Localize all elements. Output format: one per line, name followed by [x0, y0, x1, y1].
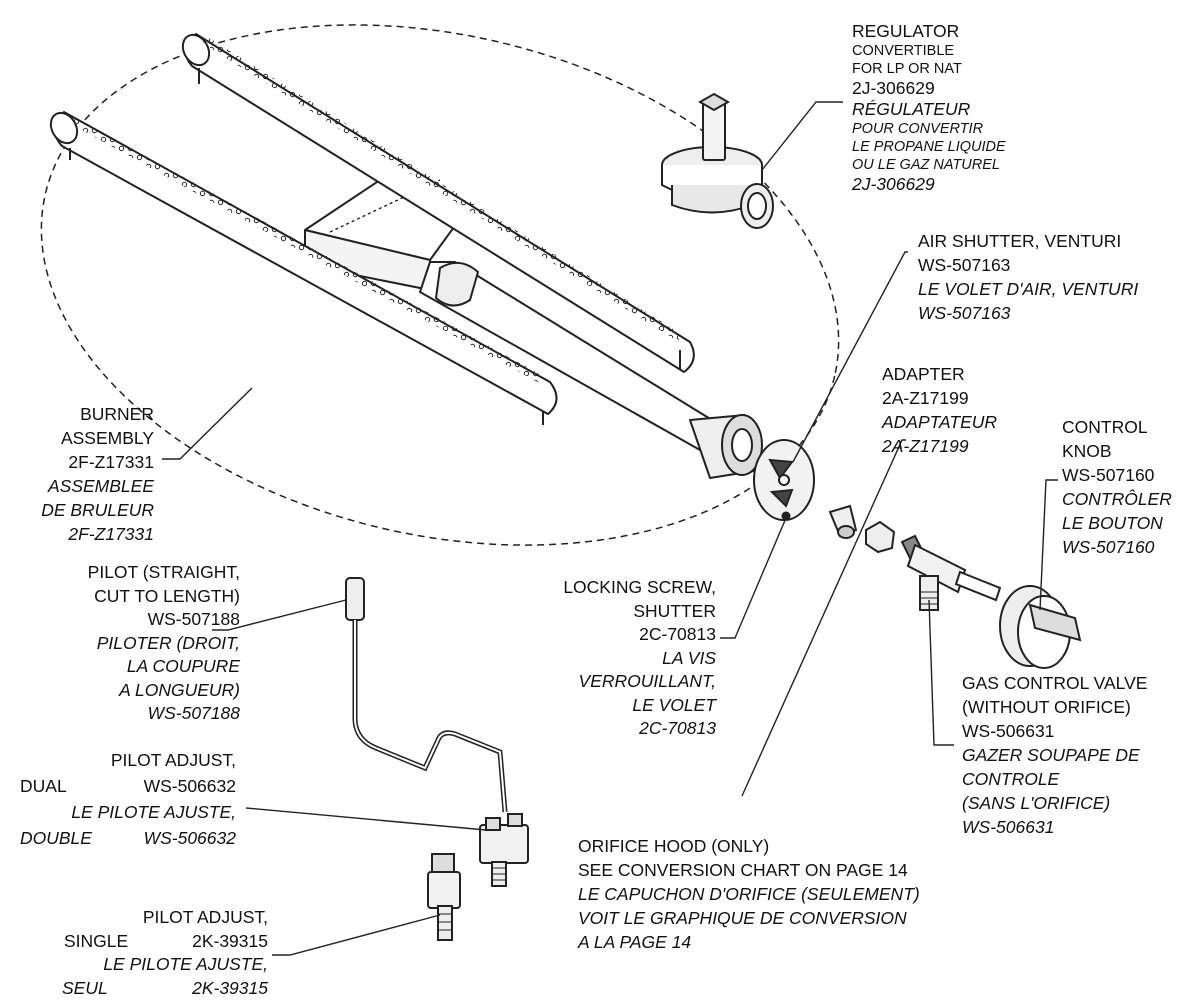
pilot-single-name: SINGLE	[64, 930, 129, 951]
pilot-adjust-single-drawing	[427, 853, 461, 941]
pilot-fr-part: WS-507188	[147, 703, 240, 723]
pilot-adjust-dual-drawing	[479, 813, 529, 887]
locking-screw-fr-line1: LA VIS	[662, 647, 716, 668]
control-knob-fr-part: WS-507160	[1062, 537, 1155, 557]
air-shutter-fr-part: WS-507163	[918, 303, 1011, 323]
control-knob-fr-line1: CONTRÔLER	[1062, 489, 1172, 509]
pilot-line2: CUT TO LENGTH)	[94, 585, 240, 606]
burner-line1: BURNER	[80, 404, 154, 424]
locking-screw-fr-line3: LE VOLET	[632, 694, 716, 715]
locking-screw-fr-line2: VERROUILLANT,	[578, 671, 716, 691]
pilot-dual-label: PILOT ADJUST, DUAL WS-506632 LE PILOTE A…	[20, 747, 236, 851]
gas-valve-fr-line2: CONTROLE	[962, 769, 1060, 789]
adapter-fr-title: ADAPTATEUR	[882, 412, 998, 432]
regulator-drawing	[661, 92, 774, 229]
pilot-fr-line2: LA COUPURE	[126, 656, 240, 676]
air-shutter-title: AIR SHUTTER, VENTURI	[918, 231, 1122, 251]
control-knob-line2: KNOB	[1062, 441, 1112, 461]
adapter-drawing	[865, 520, 896, 554]
control-knob-part: WS-507160	[1062, 465, 1155, 485]
burner-part: 2F-Z17331	[68, 452, 154, 472]
gas-valve-fr-line3: (SANS L'ORIFICE)	[962, 793, 1111, 813]
air-shutter-drawing	[753, 439, 815, 521]
gas-valve-fr-line1: GAZER SOUPAPE DE	[962, 745, 1140, 765]
regulator-fr-part: 2J-306629	[852, 174, 935, 194]
orifice-hood-label: ORIFICE HOOD (ONLY) SEE CONVERSION CHART…	[578, 834, 920, 954]
pilot-dual-name: DUAL	[20, 776, 67, 796]
burner-fr-part: 2F-Z17331	[68, 524, 154, 544]
pilot-dual-fr-name: DOUBLE	[20, 828, 92, 848]
leader-lines	[162, 101, 1058, 956]
pilot-dual-fr-part: WS-506632	[143, 828, 236, 848]
gas-valve-line1: GAS CONTROL VALVE	[962, 673, 1148, 693]
orifice-hood-fr-line3: A LA PAGE 14	[578, 932, 692, 952]
air-shutter-part: WS-507163	[918, 255, 1011, 275]
regulator-title: REGULATOR	[852, 21, 960, 41]
adapter-title: ADAPTER	[882, 364, 965, 384]
pilot-line1: PILOT (STRAIGHT,	[87, 562, 240, 582]
regulator-line2: FOR LP OR NAT	[852, 61, 962, 77]
orifice-hood-drawing	[828, 504, 858, 539]
gas-valve-label: GAS CONTROL VALVE (WITHOUT ORIFICE) WS-5…	[962, 671, 1147, 839]
pilot-part: WS-507188	[147, 609, 240, 629]
orifice-hood-fr-line1: LE CAPUCHON D'ORIFICE (SEULEMENT)	[578, 884, 920, 904]
pilot-dual-line1: PILOT ADJUST,	[110, 750, 236, 770]
pilot-fr-line1: PILOTER (DROIT,	[96, 632, 240, 653]
gas-valve-part: WS-506631	[962, 721, 1055, 741]
orifice-hood-line2: SEE CONVERSION CHART ON PAGE 14	[578, 860, 908, 880]
burner-label: BURNER ASSEMBLY 2F-Z17331 ASSEMBLEE DE B…	[41, 402, 154, 546]
air-shutter-fr-title: LE VOLET D'AIR, VENTURI	[918, 279, 1139, 299]
pilot-dual-part: WS-506632	[143, 776, 236, 796]
locking-screw-line1: LOCKING SCREW,	[563, 577, 716, 597]
gas-valve-fr-part: WS-506631	[962, 817, 1055, 837]
regulator-fr-title: RÉGULATEUR	[852, 99, 971, 119]
orifice-hood-fr-line2: VOIT LE GRAPHIQUE DE CONVERSION	[578, 908, 907, 928]
burner-fr-line2: DE BRULEUR	[41, 500, 154, 520]
adapter-part: 2A-Z17199	[882, 388, 969, 408]
pilot-label: PILOT (STRAIGHT, CUT TO LENGTH) WS-50718…	[88, 561, 240, 726]
pilot-fr-line3: A LONGUEUR)	[119, 679, 240, 700]
air-shutter-label: AIR SHUTTER, VENTURI WS-507163 LE VOLET …	[918, 229, 1138, 325]
pilot-single-part: 2K-39315	[192, 930, 268, 951]
pilot-single-fr-line1: LE PILOTE AJUSTE,	[103, 954, 268, 974]
burner-assembly-drawing	[49, 33, 763, 479]
pilot-tube-drawing	[345, 577, 508, 813]
adapter-label: ADAPTER 2A-Z17199 ADAPTATEUR 2A-Z17199	[882, 362, 997, 458]
burner-fr-line1: ASSEMBLEE	[47, 476, 154, 496]
regulator-line1: CONVERTIBLE	[852, 43, 955, 59]
control-knob-line1: CONTROL	[1062, 417, 1148, 437]
pilot-single-label: PILOT ADJUST, SINGLE 2K-39315 LE PILOTE …	[52, 906, 268, 1000]
pilot-single-fr-name: SEUL	[62, 977, 108, 998]
regulator-fr-line3: OU LE GAZ NATUREL	[852, 157, 1000, 173]
gas-valve-drawing	[900, 534, 1002, 611]
regulator-fr-line1: POUR CONVERTIR	[852, 121, 984, 137]
regulator-part: 2J-306629	[852, 78, 935, 98]
pilot-dual-fr-line1: LE PILOTE AJUSTE,	[71, 802, 236, 822]
locking-screw-fr-part: 2C-70813	[639, 718, 716, 738]
adapter-fr-part: 2A-Z17199	[882, 436, 969, 456]
locking-screw-line2: SHUTTER	[633, 600, 716, 621]
regulator-label: REGULATOR CONVERTIBLE FOR LP OR NAT 2J-3…	[852, 21, 1006, 195]
control-knob-drawing	[999, 585, 1082, 669]
gas-valve-line2: (WITHOUT ORIFICE)	[962, 697, 1131, 717]
orifice-hood-line1: ORIFICE HOOD (ONLY)	[578, 836, 770, 856]
locking-screw-label: LOCKING SCREW, SHUTTER 2C-70813 LA VIS V…	[563, 576, 716, 741]
pilot-single-fr-part: 2K-39315	[192, 977, 268, 998]
regulator-fr-line2: LE PROPANE LIQUIDE	[852, 139, 1006, 155]
control-knob-fr-line2: LE BOUTON	[1062, 513, 1163, 533]
pilot-single-line1: PILOT ADJUST,	[142, 907, 268, 927]
locking-screw-part: 2C-70813	[639, 624, 716, 644]
burner-group-outline	[40, 24, 840, 546]
burner-line2: ASSEMBLY	[60, 428, 154, 448]
control-knob-label: CONTROL KNOB WS-507160 CONTRÔLER LE BOUT…	[1062, 415, 1172, 559]
